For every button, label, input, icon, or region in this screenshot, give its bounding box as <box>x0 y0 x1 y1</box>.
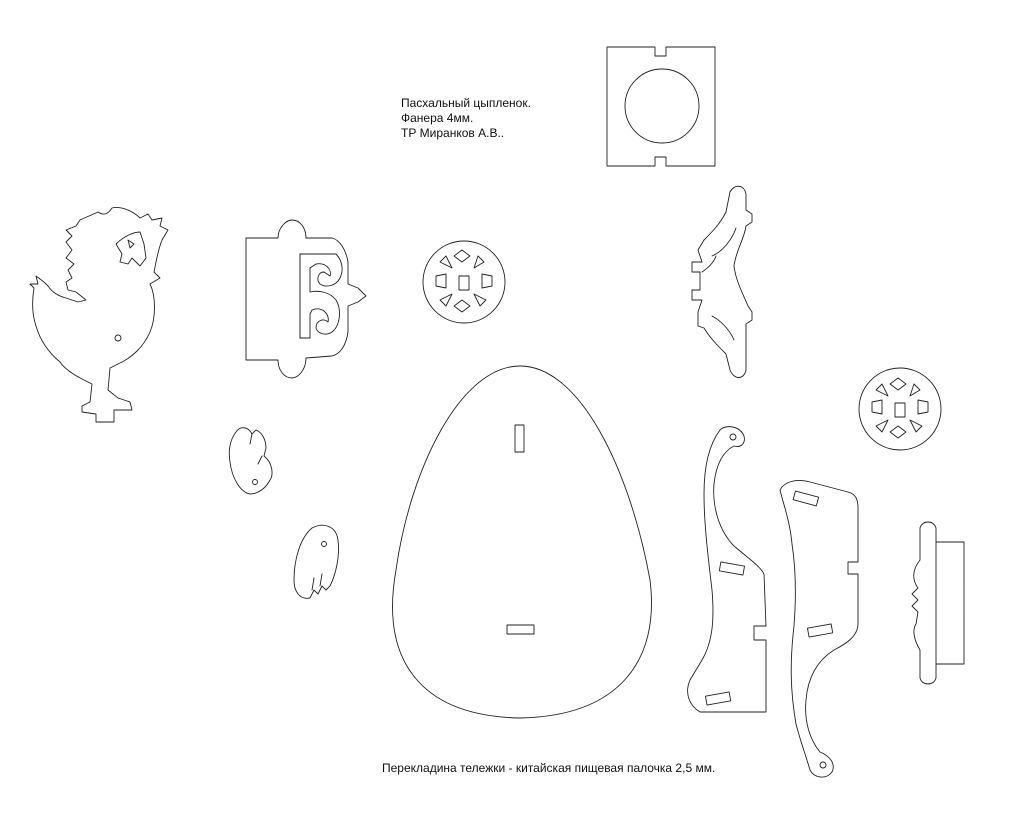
title-block: Пасхальный цыпленок. Фанера 4мм. ТР Мира… <box>401 96 531 141</box>
cart-side-left <box>687 426 767 713</box>
wing-upper <box>228 427 273 495</box>
wheel-right <box>858 367 942 451</box>
cart-side-right <box>779 479 859 778</box>
axle-support <box>911 521 965 685</box>
curved-bracket <box>691 185 753 378</box>
cart-front-panel <box>245 219 367 379</box>
chick-silhouette <box>29 207 169 423</box>
title-line-name: Пасхальный цыпленок. <box>401 96 531 110</box>
wheel-top <box>422 240 506 324</box>
title-line-material: Фанера 4мм. <box>401 111 474 125</box>
title-line-author: ТР Миранков А.В.. <box>401 126 505 140</box>
egg-panel <box>392 365 652 719</box>
footer-note: Перекладина тележки - китайская пищевая … <box>382 761 716 775</box>
square-panel-with-hole <box>606 46 716 167</box>
wing-lower <box>293 524 339 599</box>
